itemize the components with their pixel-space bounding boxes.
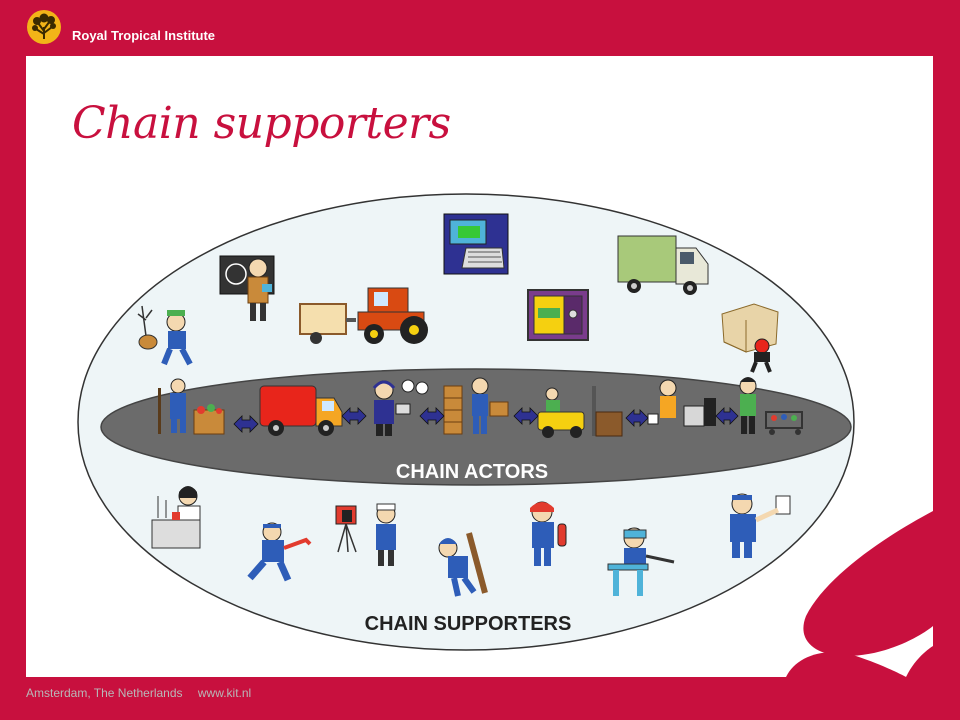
org-name: Royal Tropical Institute (72, 28, 216, 43)
firefighter-icon (530, 501, 567, 566)
slide-title: Chain supporters (72, 98, 451, 149)
cashier-icon (647, 379, 716, 427)
slide-panel: Chain supporters (26, 56, 933, 677)
electrician-icon (730, 493, 791, 558)
footer: Amsterdam, The Netherlands www.kit.nl (26, 686, 263, 700)
chain-actors-label: CHAIN ACTORS (396, 461, 548, 483)
lorry-icon (617, 235, 709, 295)
delivery-truck-icon (259, 385, 343, 436)
photographer-icon (335, 503, 396, 566)
lab-worker-icon (151, 486, 201, 549)
footer-location: Amsterdam, The Netherlands (26, 686, 183, 700)
mechanic-icon (247, 522, 312, 582)
decorative-swoosh (786, 511, 933, 677)
actor-arrows (233, 407, 739, 433)
safe-icon (527, 289, 589, 341)
tree-icon (27, 10, 61, 44)
porter-icon (721, 303, 779, 373)
packer-icon (443, 377, 509, 435)
tractor-icon (299, 287, 428, 344)
welder-icon (607, 527, 675, 596)
forklift-icon (537, 386, 623, 438)
farmer-icon (158, 378, 225, 435)
call-center-icon (372, 379, 429, 436)
gardener-icon (137, 305, 193, 366)
teacher-icon (219, 255, 275, 321)
computer-icon (443, 213, 509, 275)
header-bar: Royal Tropical Institute (0, 0, 960, 56)
shopper-icon (739, 377, 803, 435)
value-chain-diagram: CHAIN ACTORS CHAIN SUPPORTERS (77, 193, 855, 651)
footer-website: www.kit.nl (197, 686, 252, 700)
lineman-icon (438, 532, 488, 597)
chain-supporters-label: CHAIN SUPPORTERS (365, 613, 572, 635)
